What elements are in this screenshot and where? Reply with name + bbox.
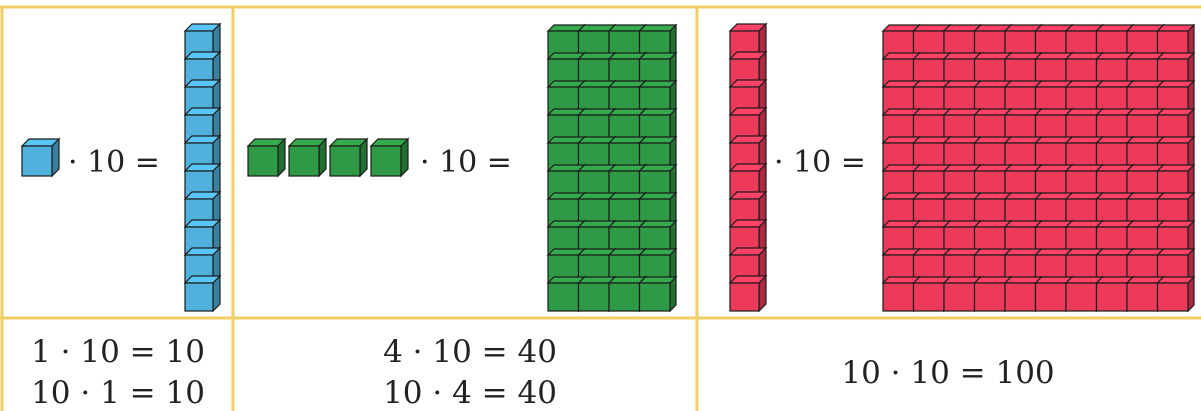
panel-1-multiplier-text: · 10 =: [68, 145, 160, 180]
blocks-layer: [22, 24, 1194, 311]
green-block-cube: [640, 277, 677, 311]
green-unit-cube: [330, 139, 367, 176]
panel-2-result-1: 4 · 10 = 40: [383, 334, 557, 370]
panel-2-multiplier-text: · 10 =: [420, 145, 512, 180]
blue-tower-cube: [185, 276, 220, 311]
green-unit-cube: [371, 139, 408, 176]
red-block-cube: [1158, 277, 1195, 311]
green-unit-cube: [248, 139, 285, 176]
red-tower-cube: [730, 276, 766, 311]
panel-1-result-1: 1 · 10 = 10: [31, 334, 205, 370]
green-unit-cube: [289, 139, 326, 176]
panel-3-result-1: 10 · 10 = 100: [841, 355, 1054, 391]
panel-3-multiplier-text: · 10 =: [774, 145, 866, 180]
panel-1-result-2: 10 · 1 = 10: [31, 375, 205, 411]
panel-2-result-2: 10 · 4 = 40: [383, 375, 557, 411]
blue-unit-cube: [22, 139, 59, 176]
